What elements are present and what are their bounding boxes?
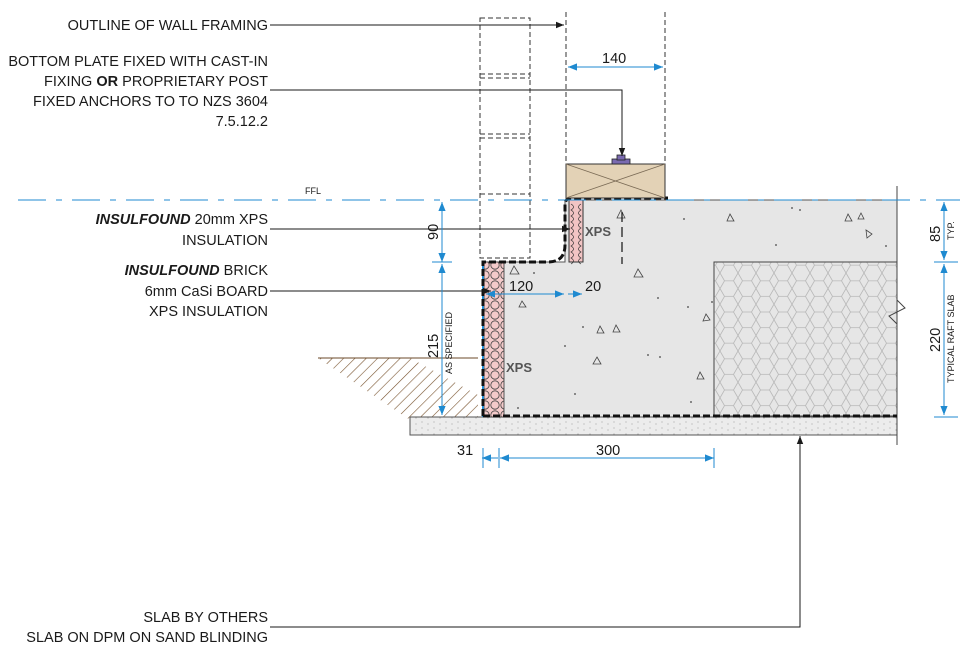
svg-text:BOTTOM PLATE FIXED WITH CAST-I: BOTTOM PLATE FIXED WITH CAST-IN <box>8 54 268 70</box>
svg-text:INSULFOUND 20mm XPS: INSULFOUND 20mm XPS <box>96 212 268 228</box>
svg-text:6mm CaSi BOARD: 6mm CaSi BOARD <box>145 284 268 300</box>
upper-xps-insulation <box>568 199 584 265</box>
label-wall-framing: OUTLINE OF WALL FRAMING <box>68 18 268 34</box>
dim-brick-thickness: 31 <box>457 443 473 459</box>
raft-pod <box>713 261 898 417</box>
svg-text:XPS INSULATION: XPS INSULATION <box>149 304 268 320</box>
ground-soil <box>318 357 478 420</box>
dim-edge-width: 300 <box>596 443 620 459</box>
label-bottom-plate: BOTTOM PLATE FIXED WITH CAST-IN FIXING O… <box>8 54 268 130</box>
svg-text:SLAB BY OTHERS: SLAB BY OTHERS <box>143 610 268 626</box>
dim-edge-depth: 215 <box>426 334 442 358</box>
label-insulfound-brick: INSULFOUND BRICK 6mm CaSi BOARD XPS INSU… <box>125 263 269 320</box>
dim-step-height: 90 <box>426 224 442 240</box>
label-insulfound-xps: INSULFOUND 20mm XPS INSULATION <box>96 212 268 249</box>
dim-slab-top-typ: TYP. <box>946 221 956 240</box>
svg-text:FIXED ANCHORS TO TO NZS 3604: FIXED ANCHORS TO TO NZS 3604 <box>33 94 268 110</box>
bottom-plate <box>565 154 666 199</box>
dim-raft-depth: 220 <box>928 328 944 352</box>
dim-upstand-width: 120 <box>509 279 533 295</box>
svg-text:INSULFOUND BRICK: INSULFOUND BRICK <box>125 263 269 279</box>
dimension-lines <box>432 63 958 468</box>
leader-lines <box>270 21 804 628</box>
ffl-label: FFL <box>305 186 321 196</box>
svg-text:7.5.12.2: 7.5.12.2 <box>216 114 268 130</box>
dim-slab-top: 85 <box>928 226 944 242</box>
svg-text:INSULATION: INSULATION <box>182 233 268 249</box>
dim-as-specified: AS SPECIFIED <box>444 311 454 374</box>
svg-text:SLAB ON DPM ON SAND BLINDING: SLAB ON DPM ON SAND BLINDING <box>26 630 268 646</box>
concrete-aggregate <box>509 209 873 380</box>
sand-blinding <box>409 416 898 436</box>
dim-xps-thickness: 20 <box>585 279 601 295</box>
insulfound-brick <box>483 261 505 418</box>
label-slab: SLAB BY OTHERS SLAB ON DPM ON SAND BLIND… <box>26 610 268 646</box>
wall-framing-outline <box>479 12 666 259</box>
dim-plate-width: 140 <box>602 51 626 67</box>
dim-raft-note: TYPICAL RAFT SLAB <box>946 294 956 383</box>
xps-upper-label: XPS <box>585 224 611 239</box>
svg-text:FIXING OR PROPRIETARY POST: FIXING OR PROPRIETARY POST <box>44 74 268 90</box>
xps-lower-label: XPS <box>506 360 532 375</box>
